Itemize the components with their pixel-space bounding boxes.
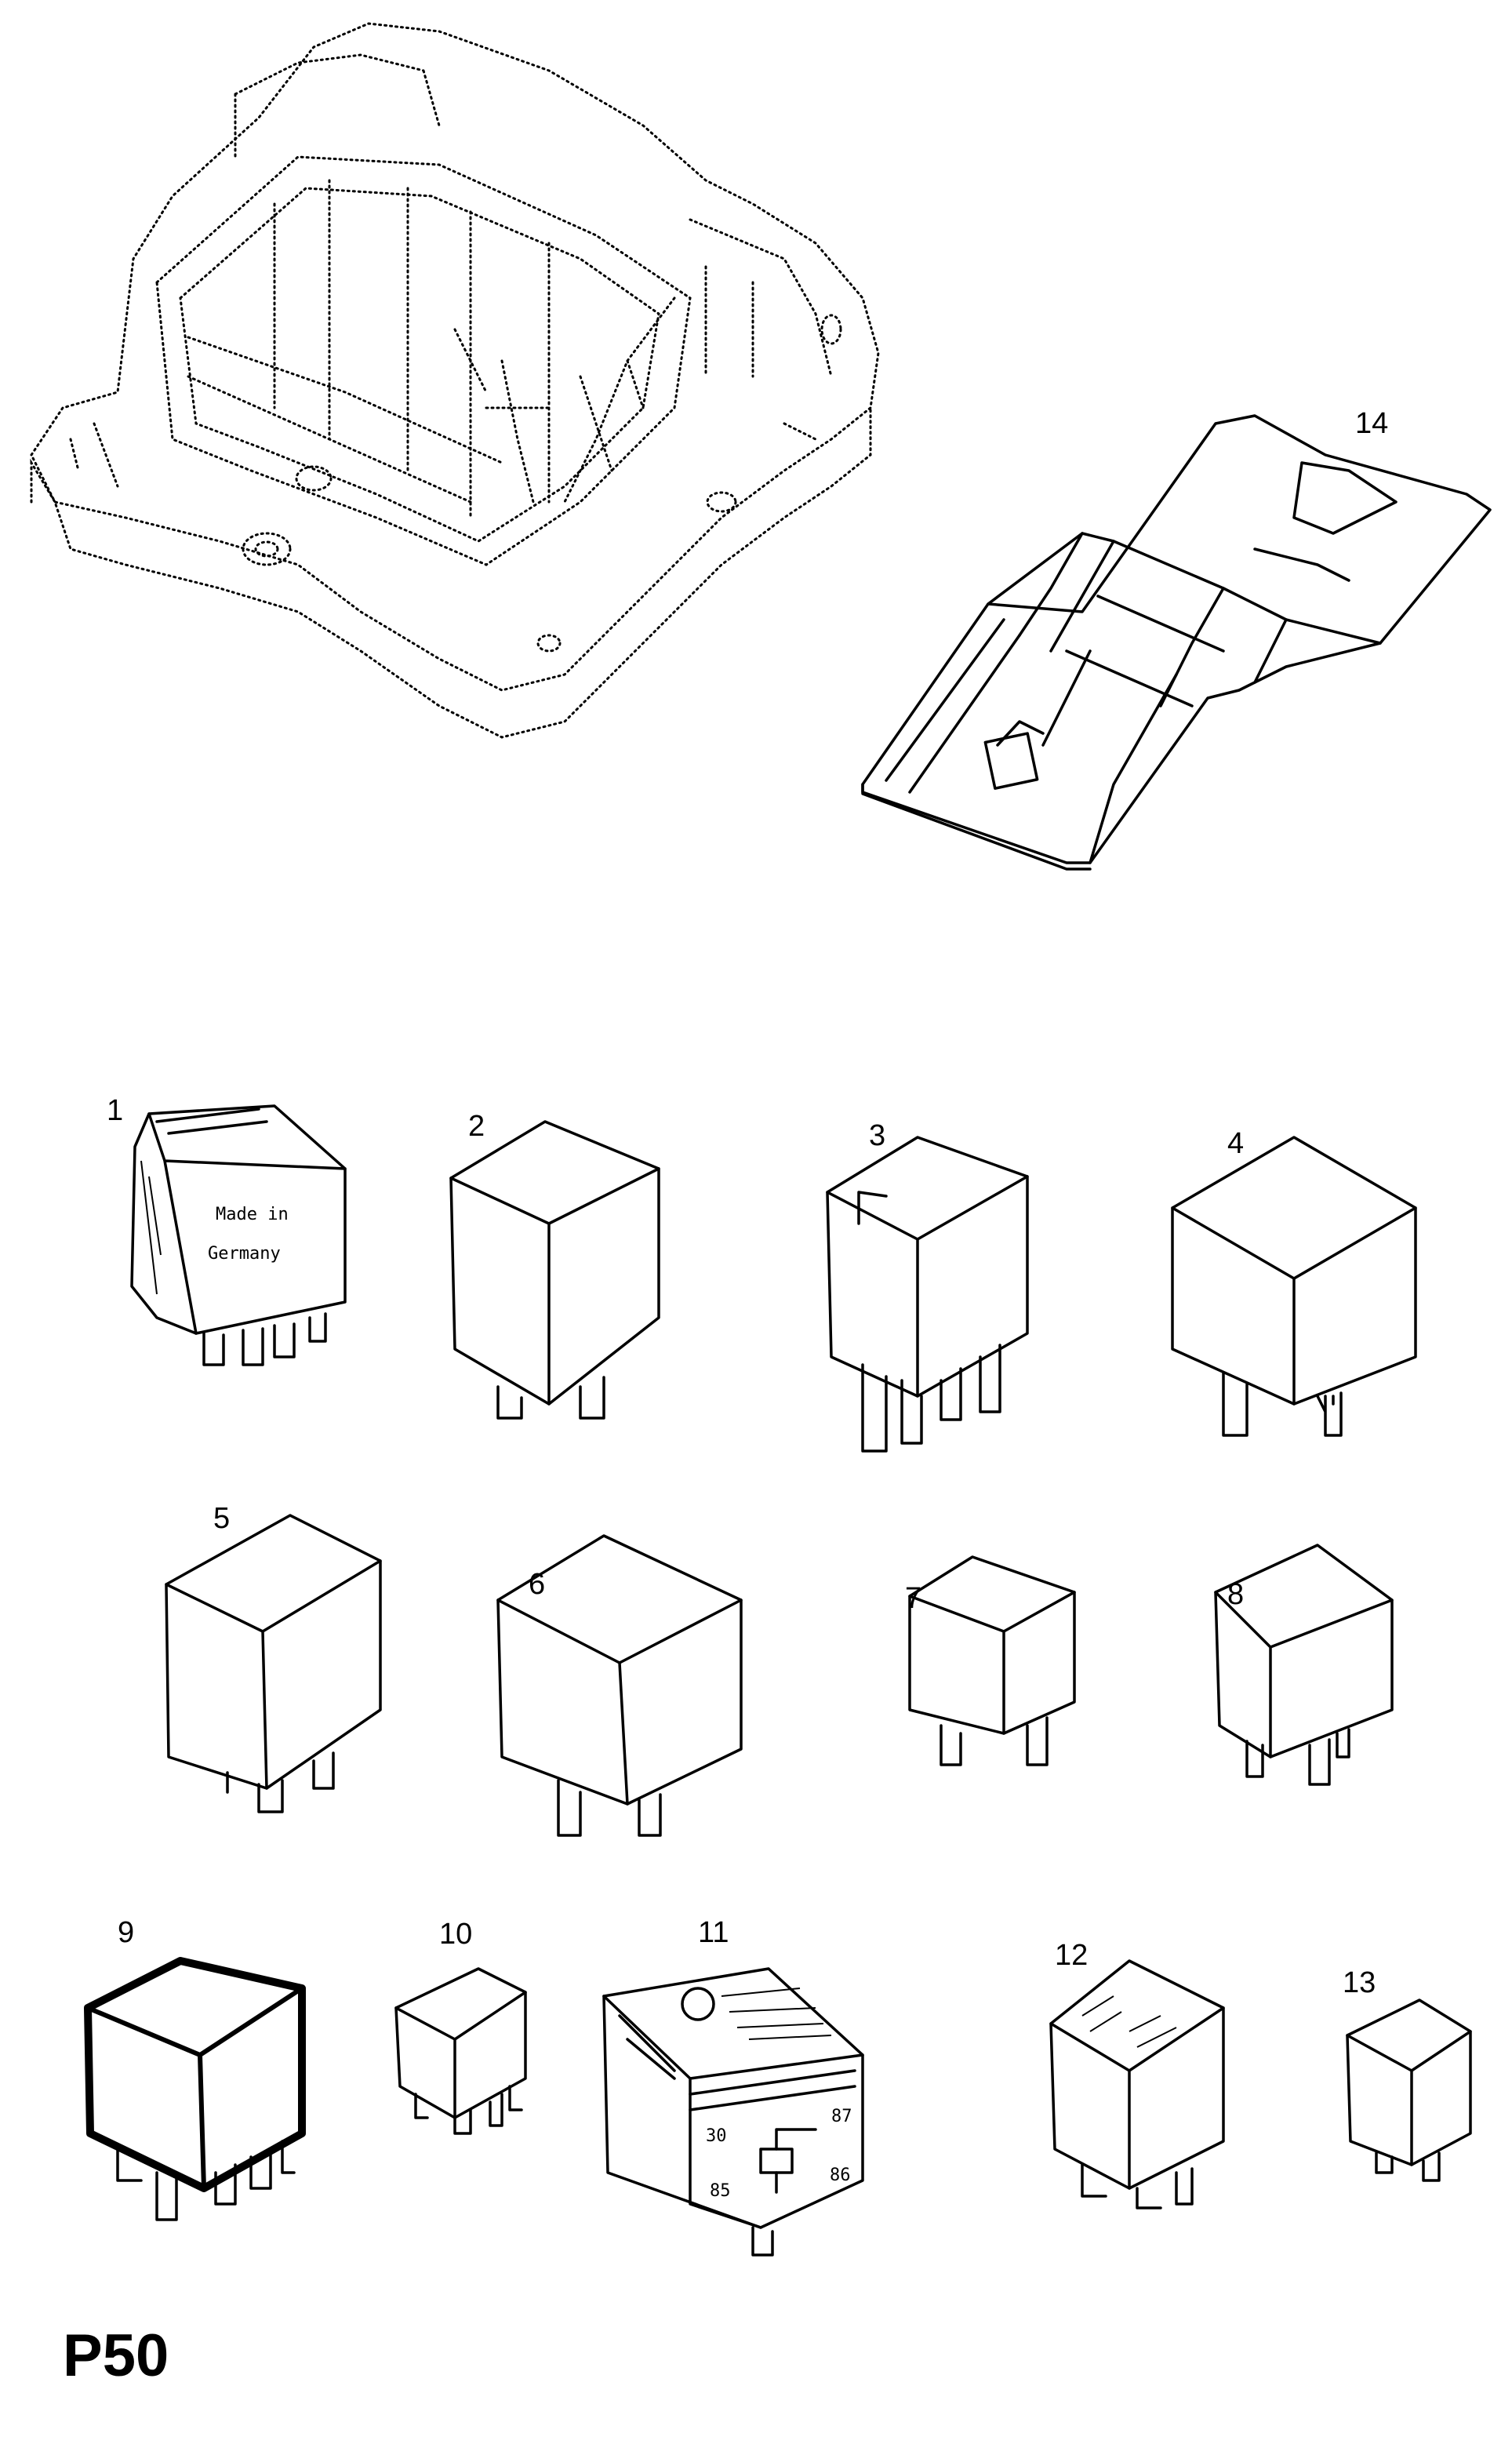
relay-11-terminal-87: 87 — [831, 2107, 852, 2126]
part-number-7: 7 — [905, 1582, 921, 1615]
relay-1-illustration: Made in Germany — [130, 1104, 347, 1366]
relay-6-illustration — [496, 1534, 743, 1837]
part-number-11: 11 — [698, 1916, 729, 1949]
part-number-9: 9 — [118, 1916, 134, 1949]
relay-5-illustration — [165, 1514, 382, 1813]
part-number-1: 1 — [107, 1094, 123, 1127]
part-number-13: 13 — [1343, 1966, 1376, 1999]
part-number-10: 10 — [439, 1918, 472, 1951]
relay-4-illustration — [1171, 1136, 1417, 1437]
relay-10-illustration — [394, 1967, 527, 2135]
relay-11-terminal-30: 30 — [706, 2126, 727, 2146]
relay-cover-illustration — [861, 414, 1492, 871]
relay-2-illustration — [449, 1120, 660, 1420]
relay-8-illustration — [1214, 1544, 1394, 1786]
part-number-12: 12 — [1055, 1939, 1088, 1972]
relay-13-illustration — [1346, 1998, 1472, 2182]
part-number-2: 2 — [468, 1110, 485, 1143]
relay-1-germany-text: Germany — [208, 1244, 281, 1264]
relay-1-made-in-text: Made in — [216, 1205, 289, 1224]
part-number-3: 3 — [869, 1119, 885, 1152]
part-number-5: 5 — [213, 1502, 230, 1535]
relay-box-housing-illustration — [30, 22, 880, 739]
relay-11-terminal-86: 86 — [830, 2166, 851, 2185]
relay-7-illustration — [908, 1555, 1076, 1766]
part-number-8: 8 — [1227, 1578, 1244, 1611]
relay-12-illustration — [1049, 1959, 1225, 2209]
part-number-14: 14 — [1355, 407, 1388, 440]
relay-11-terminal-85: 85 — [710, 2181, 731, 2201]
part-number-4: 4 — [1227, 1127, 1244, 1160]
part-number-6: 6 — [529, 1568, 545, 1601]
relay-9-illustration — [84, 1957, 306, 2221]
page-code: P50 — [63, 2322, 169, 2389]
relay-11-illustration: 30 87 85 86 — [602, 1967, 864, 2257]
relay-3-illustration — [826, 1136, 1029, 1453]
